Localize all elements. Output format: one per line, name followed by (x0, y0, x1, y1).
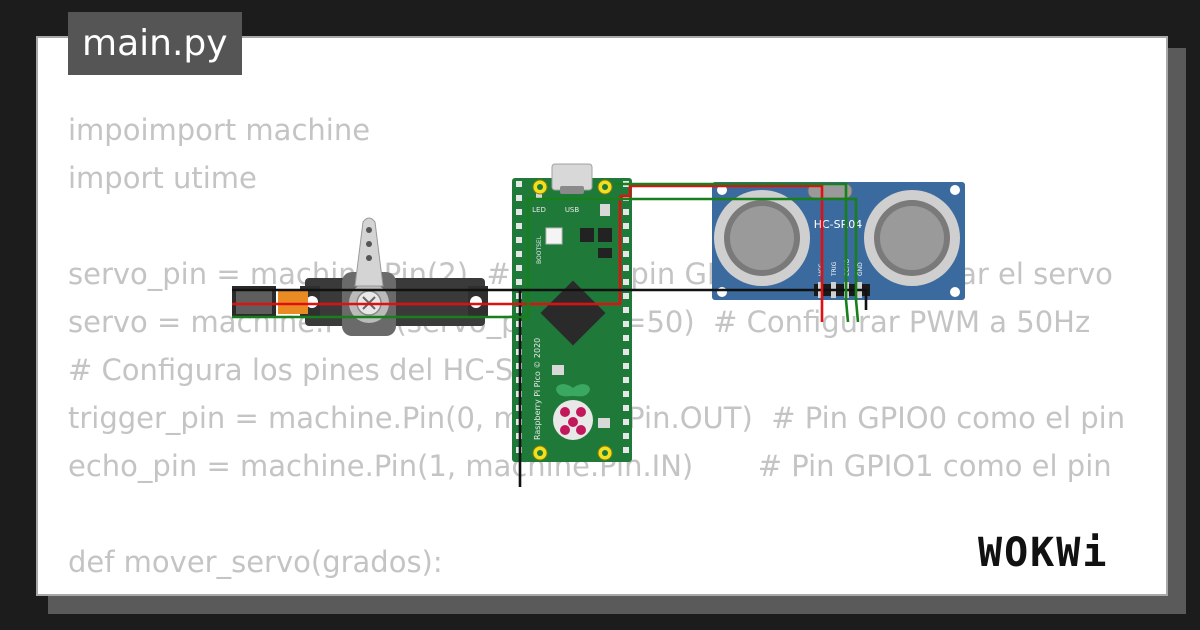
pico-pin (623, 321, 629, 327)
code-line: echo_pin = machine.Pin(1, machine.Pin.IN… (68, 449, 1112, 483)
pico-pin (623, 307, 629, 313)
pico-pin (623, 419, 629, 425)
pico-pin (516, 223, 522, 229)
pico-pin (623, 293, 629, 299)
pico-pin (623, 363, 629, 369)
pico-pin (516, 251, 522, 257)
pico-pin (516, 279, 522, 285)
sensor-name: HC-SR04 (814, 218, 863, 231)
bootsel-label: BOOTSEL (536, 235, 543, 264)
pico-pin (516, 265, 522, 271)
wire-servo-signal (232, 196, 530, 319)
pico-pin (623, 447, 629, 453)
code-line: def mover_servo(grados): (68, 545, 443, 579)
pico-pin (516, 181, 522, 187)
wires (232, 182, 868, 487)
sensor-pin-echo: ECHO (844, 259, 851, 276)
led-label: LED (532, 206, 546, 214)
pico-pin (623, 335, 629, 341)
pico-pin (623, 349, 629, 355)
pico-pin (516, 195, 522, 201)
wire-servo-vcc (232, 196, 622, 306)
wire-sensor-gnd (520, 288, 868, 310)
pico-pin (623, 265, 629, 271)
pico-pin (516, 209, 522, 215)
wire-sensor-vcc (620, 184, 824, 322)
pico-pin (623, 209, 629, 215)
sensor-pin-gnd: GND (857, 262, 864, 276)
pico-pin (623, 223, 629, 229)
file-tab[interactable]: main.py (68, 12, 242, 75)
wire-sensor-trig (615, 182, 850, 323)
wokwi-logo-text: WOKWi (978, 530, 1108, 576)
code-line: import utime (68, 161, 257, 195)
pico-pin (516, 237, 522, 243)
pico-pin (623, 433, 629, 439)
wire-sensor-echo (526, 196, 860, 323)
pico-pin (623, 279, 629, 285)
usb-label: USB (565, 206, 580, 214)
wokwi-logo: WOKWi (978, 530, 1108, 576)
board-name: Raspberry Pi Pico © 2020 (533, 338, 542, 440)
pico-pin (623, 251, 629, 257)
code-line: # Convierte grados a ancho de pulso del … (68, 586, 1133, 594)
pico-pin (623, 237, 629, 243)
code-line: impoimport machine (68, 113, 371, 147)
pico-pin (623, 391, 629, 397)
pico-pin (623, 377, 629, 383)
sensor-pin-trig: TRIG (831, 261, 838, 277)
pico-pin (623, 405, 629, 411)
raspberry-pi-pico[interactable]: LED USB BOOTSEL Raspberry Pi Pico © 2020 (512, 163, 632, 462)
